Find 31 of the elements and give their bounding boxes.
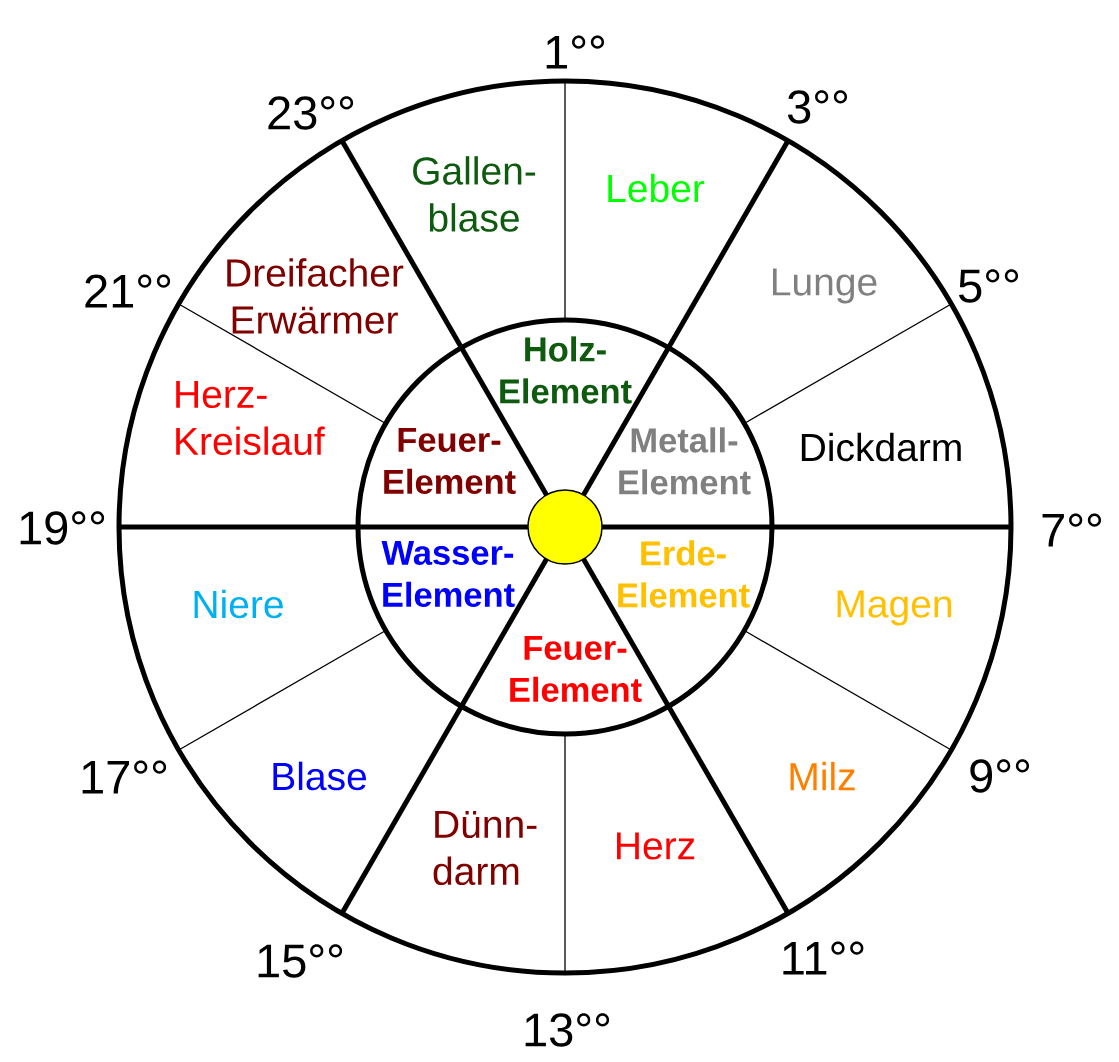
- sector-label: Wasser- Element: [381, 540, 515, 608]
- degree-label: 15°°: [258, 944, 343, 978]
- degree-label: 11°°: [783, 941, 864, 975]
- sector-label: Dickdarm: [801, 432, 961, 462]
- sector-label: Milz: [790, 761, 855, 791]
- degree-label: 9°°: [970, 759, 1030, 793]
- sector-label: Lunge: [773, 268, 877, 304]
- center-circle: [527, 489, 603, 565]
- degree-label: 13°°: [525, 1013, 610, 1047]
- sector-label: Gallen- blase: [413, 156, 536, 232]
- sector-label: Herz: [617, 832, 695, 860]
- degree-label: 7°°: [1042, 513, 1102, 547]
- sector-label: Dünn- darm: [433, 810, 537, 886]
- sector-label: Blase: [273, 761, 367, 791]
- degree-label: 5°°: [959, 269, 1019, 303]
- degree-label: 23°°: [268, 96, 354, 130]
- sector-label: Leber: [608, 173, 705, 203]
- sector-label: Feuer- Element: [384, 427, 516, 495]
- sector-label: Herz- Kreislauf: [176, 380, 325, 456]
- sector-label: Magen: [837, 590, 952, 626]
- sector-label: Dreifacher Erwärmer: [227, 258, 404, 334]
- sector-label: Metall- Element: [619, 427, 751, 495]
- degree-label: 3°°: [787, 90, 848, 124]
- degree-label: 1°°: [546, 35, 605, 69]
- sector-label: Erde- Element: [618, 540, 750, 608]
- sector-label: Feuer- Element: [510, 635, 642, 703]
- degree-label: 21°°: [85, 274, 171, 308]
- degree-label: 19°°: [20, 511, 105, 545]
- sector-label: Niere: [194, 589, 283, 619]
- sector-label: Holz- Element: [500, 336, 632, 404]
- degree-label: 17°°: [82, 760, 167, 794]
